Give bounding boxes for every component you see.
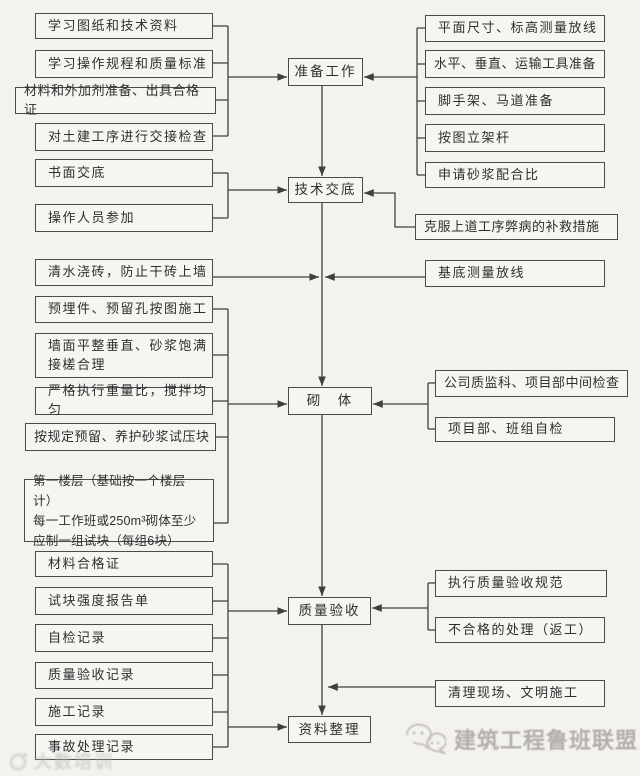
right-box-4: 申请砂浆配合比 [425, 162, 605, 188]
center-node-technical-disclosure: 技术交底 [288, 177, 363, 203]
left-box-4: 书面交底 [35, 159, 213, 187]
watermark-left-text: 大数培训 [34, 752, 114, 772]
arrow-remedy-measures [364, 189, 415, 228]
left-box-12: 材料合格证 [35, 551, 213, 577]
left-box-3: 对土建工序进行交接检查 [35, 123, 213, 151]
right-box-9: 执行质量验收规范 [435, 570, 607, 597]
left-box-15: 质量验收记录 [35, 662, 213, 689]
right-box-3: 按图立架杆 [425, 124, 605, 152]
right-box-7: 公司质监科、项目部中间检查 [435, 370, 628, 397]
right-box-1: 水平、垂直、运输工具准备 [425, 50, 605, 78]
right-box-8: 项目部、班组自检 [435, 417, 615, 442]
left-group3-spine [213, 308, 229, 524]
left-box-10: 按规定预留、养护砂浆试压块 [25, 423, 216, 451]
left-box-0: 学习图纸和技术资料 [35, 13, 213, 39]
center-node-preparation: 准备工作 [288, 58, 363, 86]
left-box-14: 自检记录 [35, 624, 213, 652]
left-box-8: 墙面平整垂直、砂浆饱满 接槎合理 [35, 333, 213, 378]
left-box-7: 预埋件、预留孔按图施工 [35, 296, 213, 323]
left-group4-spine [213, 563, 229, 748]
right-box-2: 脚手架、马道准备 [425, 87, 605, 115]
watermark-left: 大数培训 [8, 748, 114, 774]
left-box-17: 事故处理记录 [35, 734, 213, 760]
center-node-quality-acceptance: 质量验收 [288, 597, 371, 625]
right-group2-spine [427, 382, 435, 430]
watermark-right: 建筑工程鲁班联盟 [404, 721, 638, 757]
left-group1-spine [213, 25, 229, 137]
watermark-right-text: 建筑工程鲁班联盟 [454, 728, 639, 753]
right-box-0: 平面尺寸、标高测量放线 [425, 15, 605, 42]
right-box-6: 基底测量放线 [425, 260, 605, 287]
left-box-13: 试块强度报告单 [35, 587, 213, 615]
center-node-masonry: 砌 体 [288, 387, 372, 415]
left-box-2: 材料和外加剂准备、出具合格证 [15, 83, 216, 117]
right-box-5: 克服上道工序弊病的补救措施 [415, 214, 618, 240]
wechat-logo-icon [405, 723, 446, 755]
left-group2-spine [213, 172, 229, 219]
right-group3-spine [427, 582, 435, 631]
left-box-11: 第一楼层（基础按一个楼层计） 每一工作班或250m³砌体至少 应制一组试块（每组… [24, 474, 214, 548]
right-box-11: 清理现场、文明施工 [435, 680, 605, 707]
left-box-9: 严格执行重量比，搅拌均匀 [35, 383, 213, 417]
left-box-6: 清水浇砖，防止干砖上墙 [35, 259, 213, 286]
left-box-5: 操作人员参加 [35, 204, 213, 232]
center-node-document-sorting: 资料整理 [288, 716, 371, 743]
left-box-1: 学习操作规程和质量标准 [35, 50, 213, 78]
right-group1-spine [416, 27, 425, 176]
watermark-left-logo-icon [9, 753, 27, 771]
right-box-10: 不合格的处理（返工） [435, 617, 605, 643]
left-box-16: 施工记录 [35, 698, 213, 726]
